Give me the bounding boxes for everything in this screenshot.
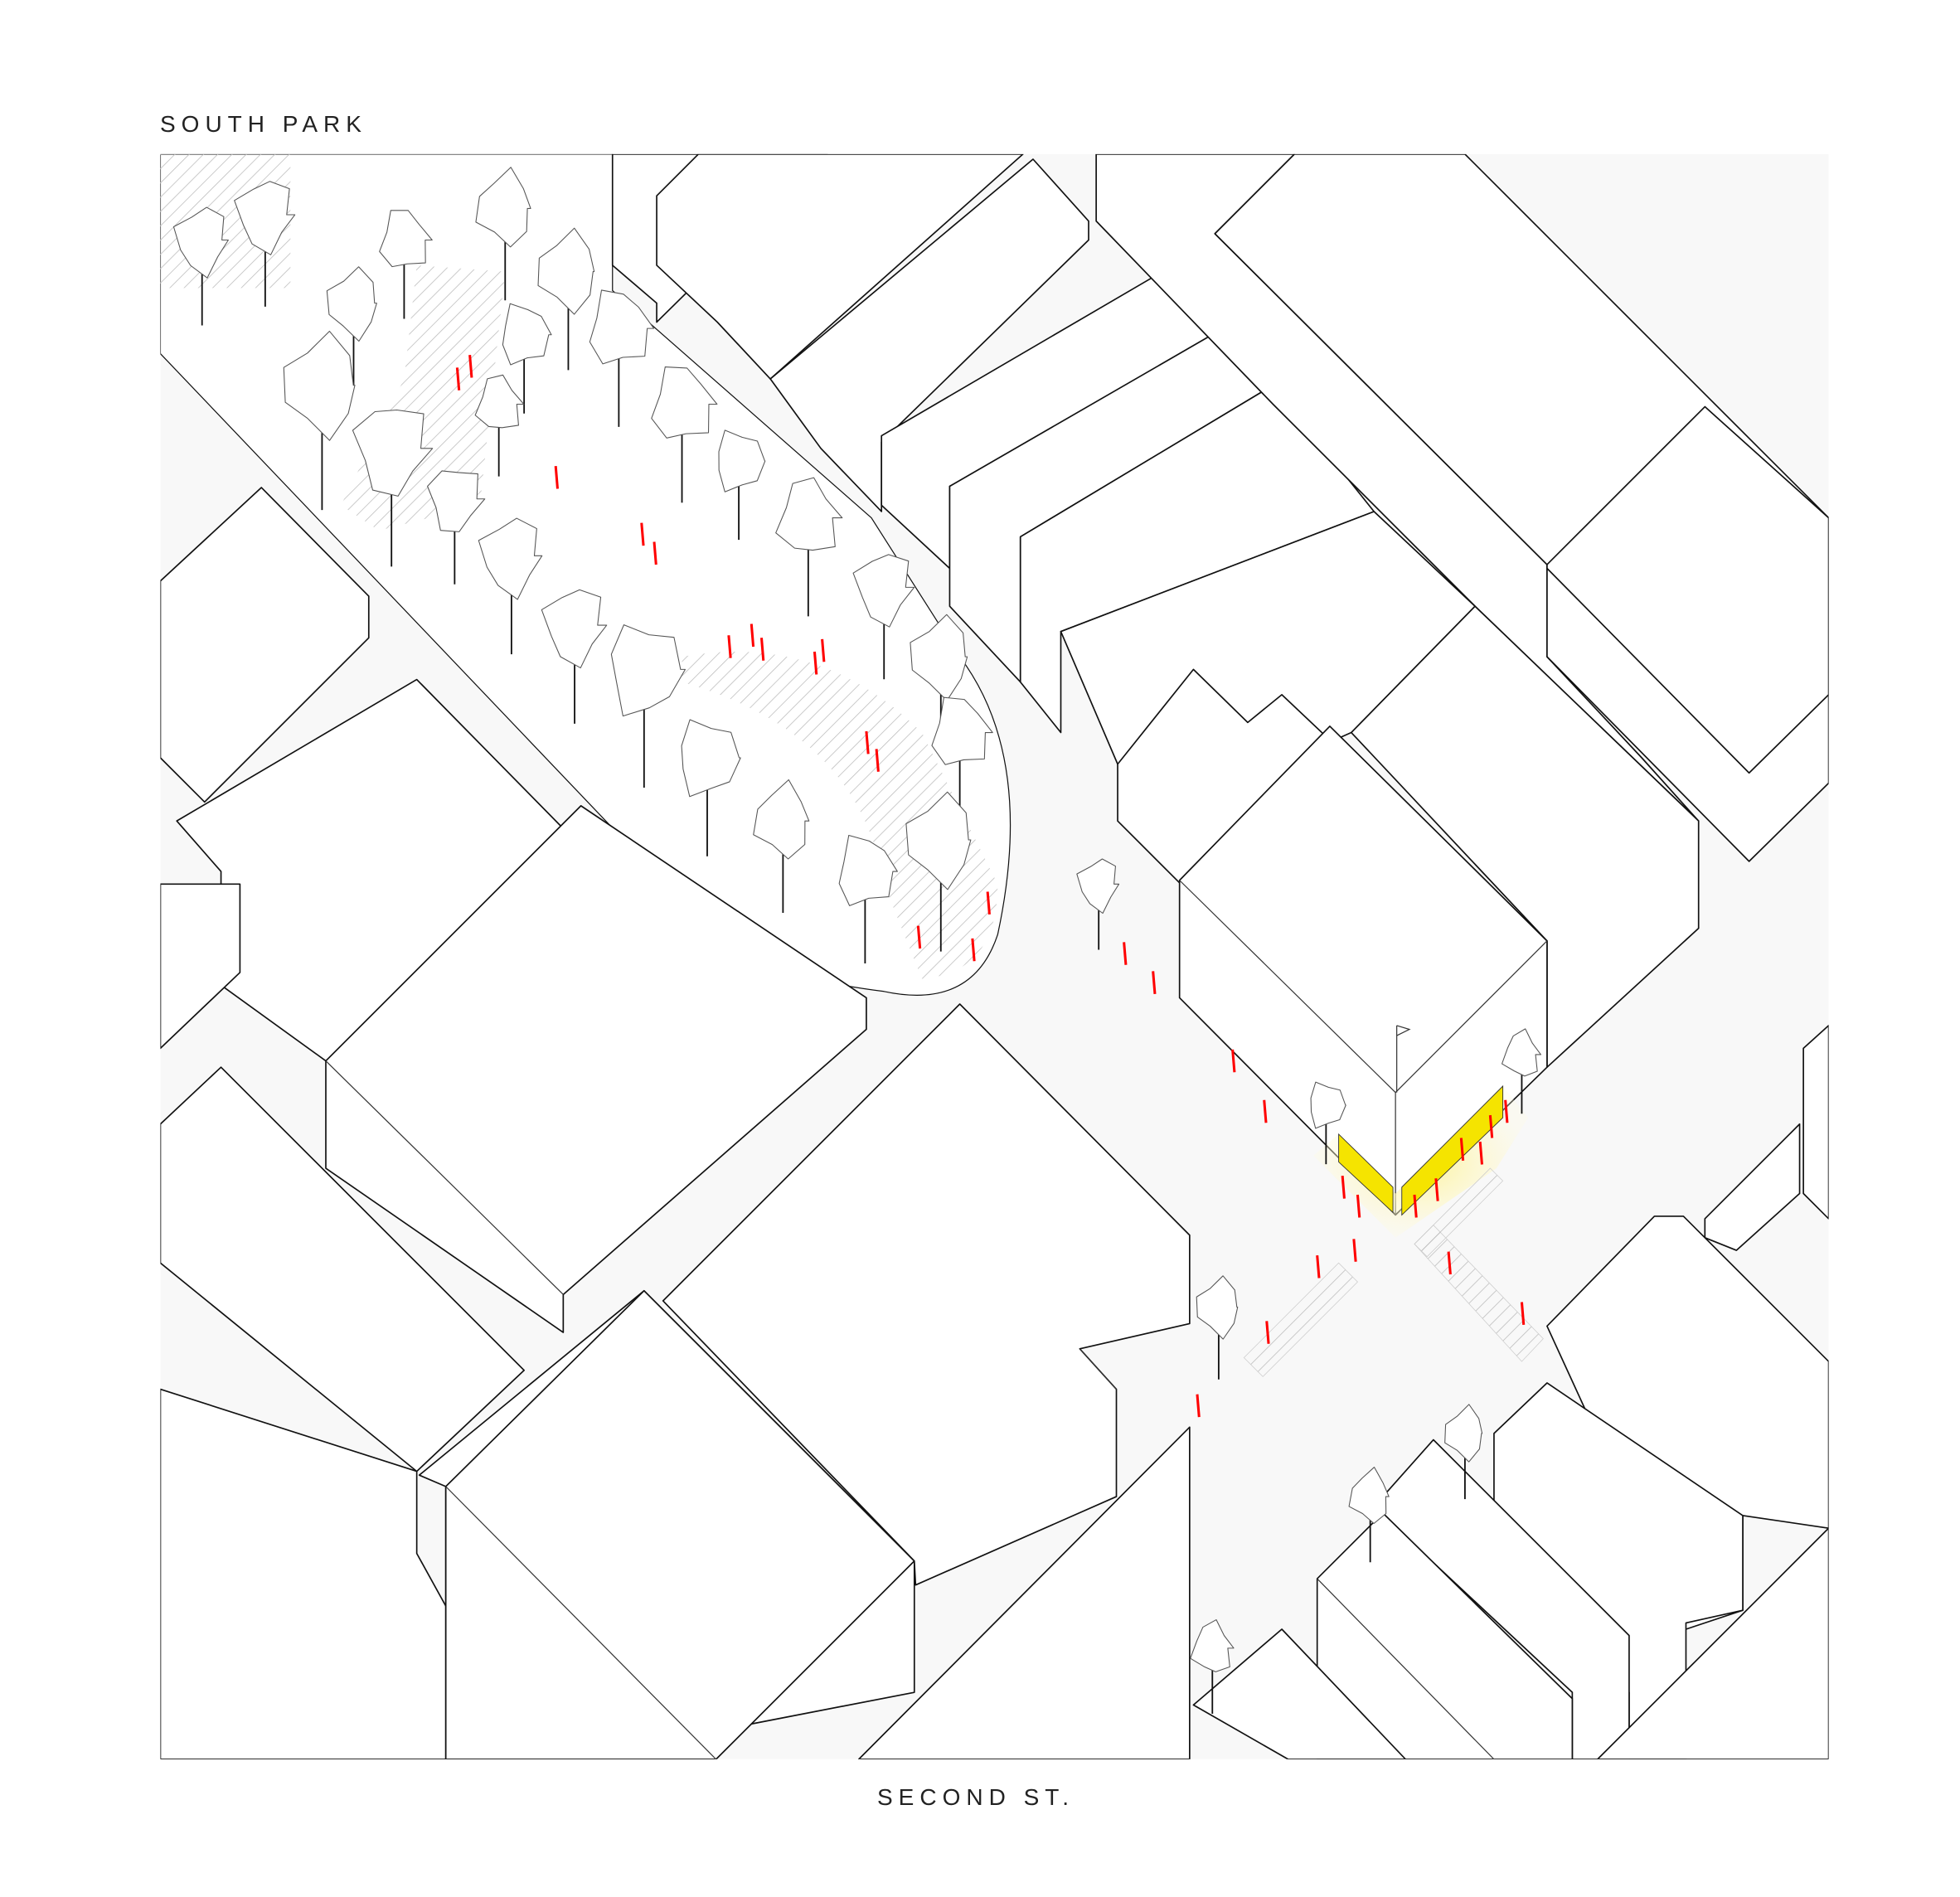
person-marker	[1520, 1302, 1526, 1326]
person-marker	[1265, 1321, 1270, 1344]
tree-canopy-icon	[931, 696, 993, 765]
tree-canopy-icon	[1196, 1275, 1239, 1340]
tree-canopy-icon	[838, 834, 898, 906]
person-marker	[813, 651, 818, 675]
person-marker	[1356, 1194, 1361, 1218]
person-marker	[468, 354, 473, 378]
buildings-north	[611, 153, 1829, 1216]
person-marker	[1504, 1099, 1509, 1123]
person-marker	[1152, 971, 1157, 994]
person-marker	[1413, 1194, 1418, 1218]
buildings-east	[1192, 1025, 1829, 1759]
highlighted-storefront	[1313, 1084, 1529, 1238]
tree-canopy-icon	[541, 589, 608, 669]
person-marker	[821, 638, 826, 662]
person-marker	[1352, 1239, 1357, 1262]
tree-canopy-icon	[753, 779, 810, 860]
person-marker	[1434, 1178, 1439, 1201]
person-marker	[1316, 1255, 1321, 1278]
street-label: SECOND ST.	[877, 1784, 1075, 1810]
person-marker	[916, 925, 922, 949]
people-markers	[455, 354, 1526, 1418]
tree-canopy-icon	[379, 210, 433, 268]
tree-canopy-icon	[502, 303, 552, 366]
tree-canopy-icon	[478, 517, 543, 600]
tree-canopy-icon	[537, 227, 595, 315]
tree-canopy-icon	[326, 266, 377, 342]
tree-canopy-icon	[681, 719, 741, 798]
person-marker	[971, 938, 976, 962]
tree-canopy-icon	[172, 206, 229, 279]
tree-canopy-icon	[852, 554, 915, 628]
person-marker	[1459, 1138, 1465, 1162]
corner-building	[1178, 725, 1548, 1216]
person-marker	[759, 638, 765, 661]
tree-canopy-icon	[589, 289, 655, 365]
park-hatch	[160, 153, 998, 979]
tree-canopy-icon	[283, 330, 356, 441]
person-marker	[750, 623, 755, 648]
park-label: SOUTH PARK	[160, 111, 367, 137]
person-marker	[727, 635, 732, 658]
person-marker	[1263, 1099, 1268, 1123]
buildings-south	[418, 1003, 1191, 1759]
tree-canopy-icon	[1348, 1467, 1390, 1525]
crosswalks	[1243, 1167, 1544, 1377]
tree-canopy-icon	[910, 614, 968, 701]
tree-canopy-icon	[1076, 858, 1120, 915]
tree-canopy-icon	[1310, 1081, 1346, 1129]
tree-canopy-icon	[475, 167, 531, 248]
tree-canopy-icon	[352, 409, 434, 497]
person-marker	[653, 541, 657, 565]
person-marker	[875, 749, 880, 772]
tree-canopy-icon	[427, 470, 486, 532]
person-marker	[1488, 1114, 1494, 1138]
person-marker	[455, 367, 461, 391]
person-marker	[554, 466, 560, 489]
tree-canopy-icon	[718, 429, 766, 492]
tree-canopy-icon	[1190, 1619, 1235, 1672]
person-marker	[1196, 1394, 1201, 1418]
person-marker	[1231, 1049, 1236, 1073]
tree-canopy-icon	[610, 624, 686, 717]
person-marker	[986, 891, 991, 915]
tree-canopy-icon	[905, 791, 972, 890]
person-marker	[1341, 1176, 1346, 1199]
person-marker	[1123, 942, 1128, 965]
tree-canopy-icon	[775, 477, 843, 551]
trees	[172, 167, 1541, 1715]
person-marker	[865, 730, 870, 754]
tree-canopy-icon	[234, 181, 296, 255]
tree-canopy-icon	[1502, 1028, 1541, 1077]
person-marker	[1478, 1141, 1483, 1165]
flag-icon	[1396, 1025, 1411, 1036]
person-marker	[640, 522, 645, 546]
person-marker	[1447, 1251, 1452, 1275]
tree-canopy-icon	[474, 374, 525, 429]
tree-canopy-icon	[651, 366, 718, 439]
tree-canopy-icon	[1444, 1404, 1483, 1463]
buildings-west	[160, 487, 867, 1759]
